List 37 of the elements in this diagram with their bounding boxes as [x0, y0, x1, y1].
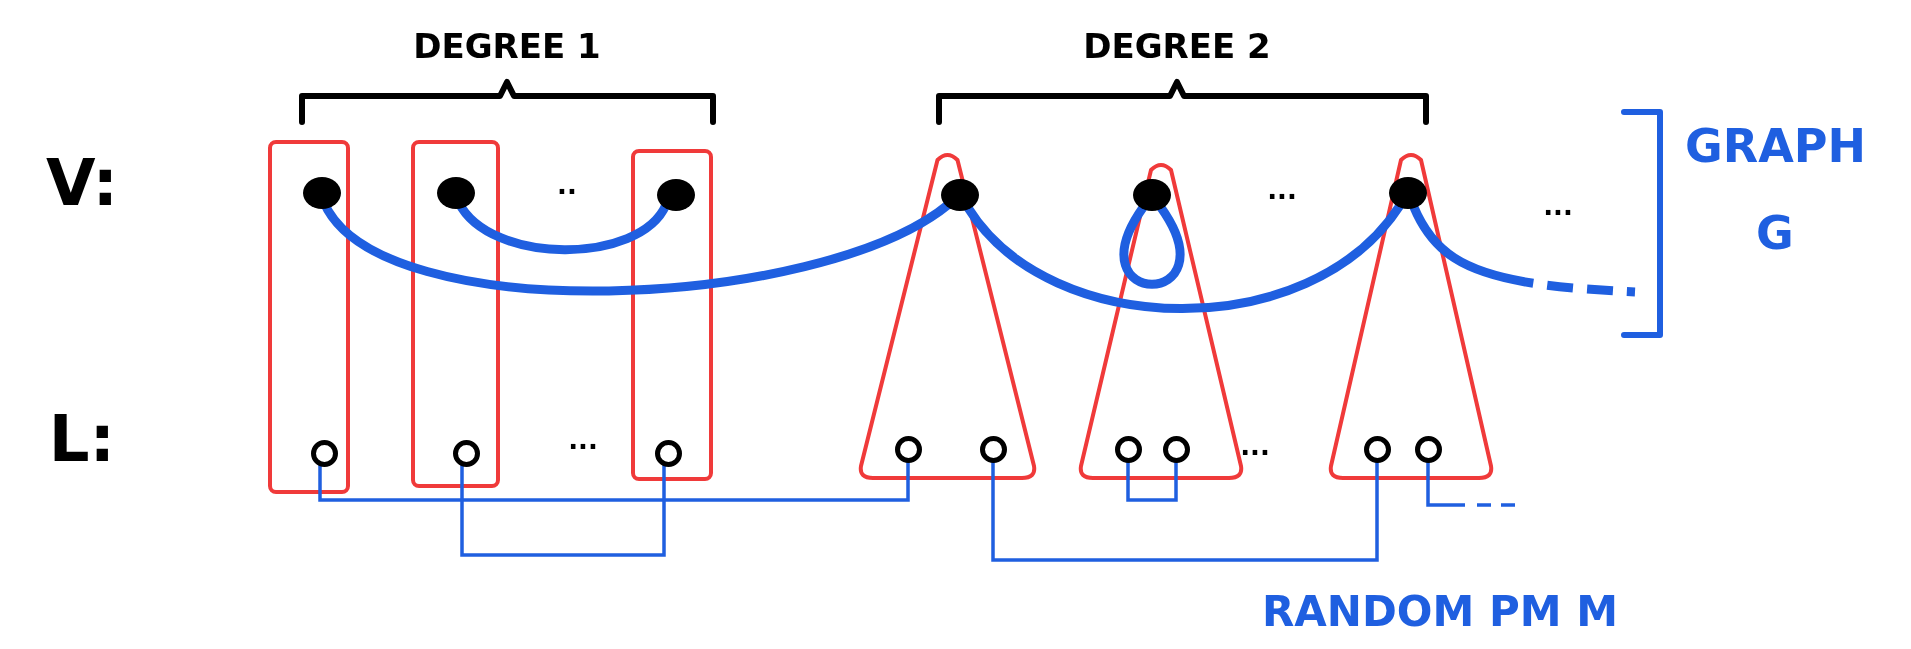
ellipsis: ... [1267, 177, 1297, 203]
half-edge-circle [452, 439, 480, 467]
half-edge-circle [979, 435, 1007, 463]
row-label: V: [45, 151, 119, 215]
half-edge-circle [1162, 435, 1190, 463]
matching-label: RANDOM PM M [1262, 591, 1618, 633]
degree-heading: DEGREE 1 [413, 29, 601, 63]
vertex-dot [303, 177, 341, 209]
connector-line [1409, 204, 1636, 297]
connector-line [964, 202, 1404, 313]
vertex-dot [941, 179, 979, 211]
group-triangle [859, 150, 1036, 480]
group-triangle [1329, 150, 1493, 480]
connector-line [1126, 462, 1178, 502]
connector-line [991, 462, 1379, 562]
half-edge-circle [1114, 435, 1142, 463]
degree-heading: DEGREE 2 [1083, 29, 1271, 63]
row-label: L: [48, 407, 116, 471]
vertex-dot [657, 179, 695, 211]
half-edge-circle [1414, 435, 1442, 463]
half-edge-circle [310, 439, 338, 467]
vertex-dot [1133, 179, 1171, 211]
vertex-dot [1389, 177, 1427, 209]
graph-label: GRAPH G [1685, 117, 1865, 262]
ellipsis: ... [1543, 193, 1573, 219]
ellipsis: ... [568, 427, 598, 453]
half-edge-circle [654, 439, 682, 467]
ellipsis: .. [557, 172, 577, 198]
half-edge-circle [894, 435, 922, 463]
group-box [411, 140, 500, 488]
half-edge-circle [1363, 435, 1391, 463]
group-triangle [1079, 160, 1243, 480]
group-box [268, 140, 350, 494]
vertex-dot [437, 177, 475, 209]
ellipsis: ... [1240, 433, 1270, 459]
connector-line [318, 462, 910, 502]
group-box [631, 149, 713, 481]
